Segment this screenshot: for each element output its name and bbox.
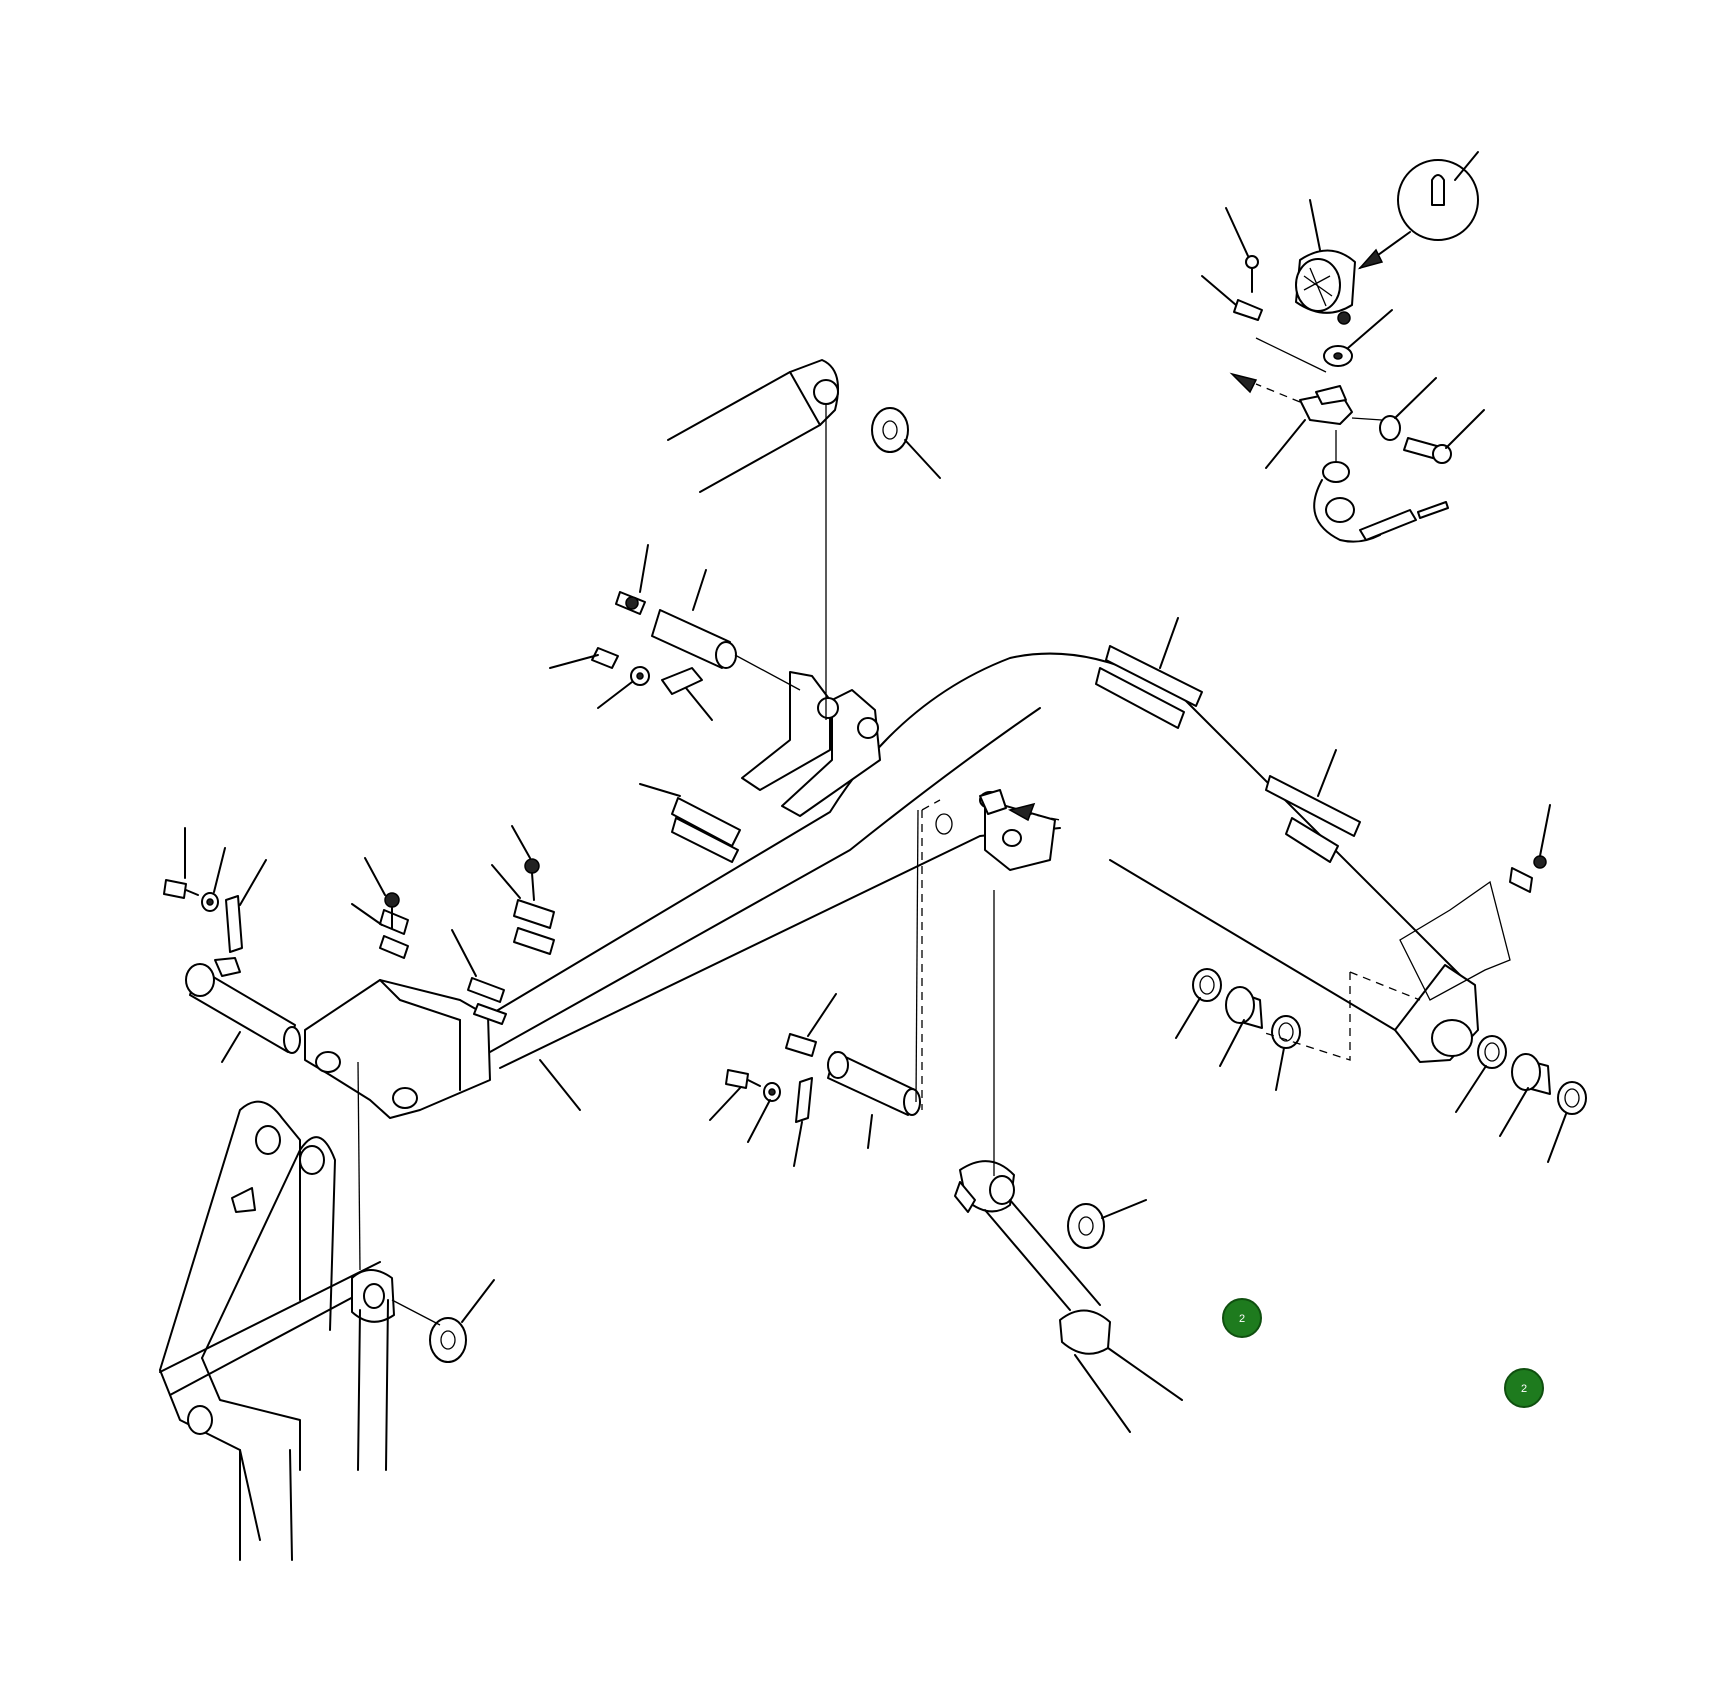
bushing-set-right	[1261, 971, 1587, 1163]
bolt-set-foot	[163, 827, 267, 953]
washer-arm-cylinder	[1067, 1203, 1105, 1249]
bolt-set-upper	[549, 544, 713, 721]
bolt-set-arm-cylinder	[709, 993, 837, 1167]
washer-swing-bracket	[429, 1317, 467, 1363]
hose-clamp-1	[639, 783, 741, 863]
pin-arm-cylinder	[827, 809, 921, 1149]
hose-guard-top	[1095, 617, 1203, 729]
callout-marker-2-dot[interactable]	[1504, 1368, 1544, 1408]
boom	[304, 652, 1479, 1119]
work-lamp-assembly	[1201, 151, 1485, 543]
hose-clamp-3	[491, 825, 555, 955]
callout-marker-2-label: 2	[1521, 1383, 1527, 1395]
grease-fitting	[1399, 804, 1551, 1001]
callout-marker-1-label: 2	[1239, 1313, 1245, 1325]
hose-clamp-2	[351, 857, 409, 959]
washer-upper-cylinder	[871, 407, 909, 453]
swing-bracket	[159, 1061, 495, 1561]
callout-marker-1[interactable]: 2	[1222, 1298, 1262, 1338]
pin-boom-foot	[185, 957, 301, 1063]
guide-lines	[539, 789, 1061, 1111]
bushing-set-left	[1175, 968, 1301, 1091]
callout-marker-1-dot[interactable]	[1222, 1298, 1262, 1338]
hose-clamp-4	[451, 929, 507, 1025]
pin-boom-cylinder-upper	[651, 569, 801, 691]
arm-cylinder-lower	[954, 890, 1183, 1433]
hose-guard-right	[1265, 749, 1361, 863]
callout-marker-2[interactable]: 2	[1504, 1368, 1544, 1408]
boom-cylinder-upper	[667, 359, 941, 720]
